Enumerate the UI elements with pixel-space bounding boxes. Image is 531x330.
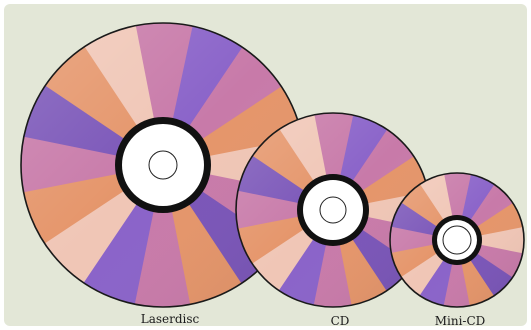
mini-cd-disc xyxy=(390,173,524,307)
mini-cd-label: Mini-CD xyxy=(435,314,486,328)
cd-label: CD xyxy=(331,314,350,328)
mini-cd-center-hole xyxy=(443,226,471,254)
laserdisc-center-hole xyxy=(149,151,177,179)
laserdisc-label: Laserdisc xyxy=(141,312,200,326)
cd-center-hole xyxy=(320,197,346,223)
